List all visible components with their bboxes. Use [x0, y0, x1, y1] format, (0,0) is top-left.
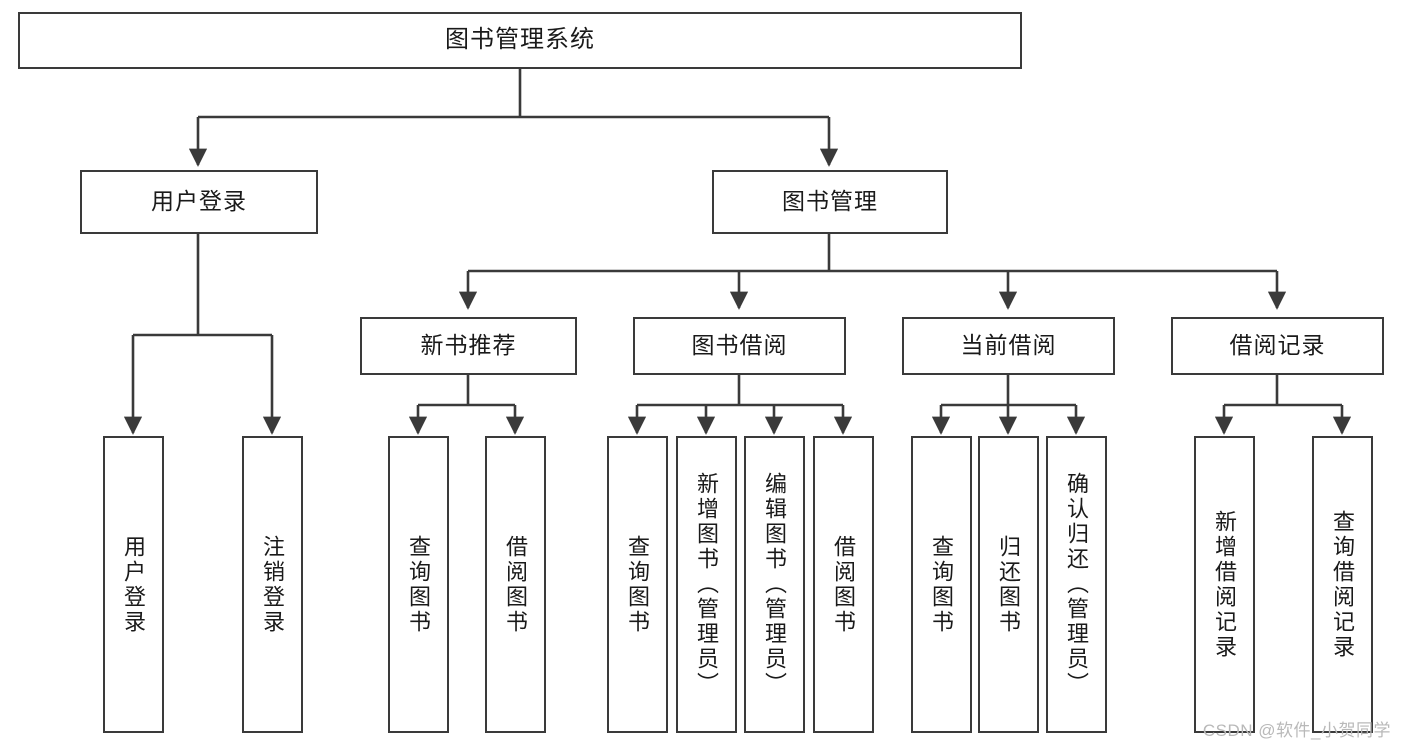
node-leaf-add-record[interactable]: 新增借阅记录: [1194, 436, 1255, 733]
node-user-login-label: 用户登录: [151, 188, 247, 215]
node-root-label: 图书管理系统: [445, 26, 595, 54]
node-leaf-edit-book[interactable]: 编辑图书（管理员）: [744, 436, 805, 733]
node-root[interactable]: 图书管理系统: [18, 12, 1022, 69]
node-leaf-borrow-book-label: 借阅图书: [831, 534, 857, 635]
node-leaf-query-book-borrow-label: 查询图书: [625, 534, 651, 635]
node-leaf-user-login[interactable]: 用户登录: [103, 436, 164, 733]
node-leaf-add-book-label: 新增图书（管理员）: [694, 472, 720, 697]
node-book-manage[interactable]: 图书管理: [712, 170, 948, 234]
node-leaf-borrow-book[interactable]: 借阅图书: [813, 436, 874, 733]
node-leaf-borrow-book-rec[interactable]: 借阅图书: [485, 436, 546, 733]
node-leaf-edit-book-label: 编辑图书（管理员）: [762, 472, 788, 697]
node-book-manage-label: 图书管理: [782, 188, 878, 215]
node-leaf-query-book-rec[interactable]: 查询图书: [388, 436, 449, 733]
node-borrow-record-label: 借阅记录: [1229, 332, 1326, 359]
node-user-login[interactable]: 用户登录: [80, 170, 318, 234]
node-book-borrow-label: 图书借阅: [691, 332, 788, 359]
node-new-book-recommend[interactable]: 新书推荐: [360, 317, 577, 375]
node-current-borrow[interactable]: 当前借阅: [902, 317, 1115, 375]
node-leaf-query-record[interactable]: 查询借阅记录: [1312, 436, 1373, 733]
node-leaf-add-record-label: 新增借阅记录: [1212, 509, 1238, 660]
node-leaf-query-book-borrow[interactable]: 查询图书: [607, 436, 668, 733]
node-current-borrow-label: 当前借阅: [960, 332, 1057, 359]
node-leaf-user-logout[interactable]: 注销登录: [242, 436, 303, 733]
node-leaf-borrow-book-rec-label: 借阅图书: [503, 534, 529, 635]
node-leaf-user-logout-label: 注销登录: [260, 534, 286, 635]
node-leaf-query-book-rec-label: 查询图书: [406, 534, 432, 635]
node-leaf-return-book[interactable]: 归还图书: [978, 436, 1039, 733]
node-leaf-return-book-label: 归还图书: [996, 534, 1022, 635]
node-book-borrow[interactable]: 图书借阅: [633, 317, 846, 375]
node-leaf-confirm-return[interactable]: 确认归还（管理员）: [1046, 436, 1107, 733]
node-leaf-confirm-return-label: 确认归还（管理员）: [1064, 472, 1090, 697]
node-borrow-record[interactable]: 借阅记录: [1171, 317, 1384, 375]
node-leaf-user-login-label: 用户登录: [121, 534, 147, 635]
node-leaf-query-book-current[interactable]: 查询图书: [911, 436, 972, 733]
node-new-book-recommend-label: 新书推荐: [420, 332, 517, 359]
node-leaf-query-book-current-label: 查询图书: [929, 534, 955, 635]
node-leaf-add-book[interactable]: 新增图书（管理员）: [676, 436, 737, 733]
node-leaf-query-record-label: 查询借阅记录: [1330, 509, 1356, 660]
